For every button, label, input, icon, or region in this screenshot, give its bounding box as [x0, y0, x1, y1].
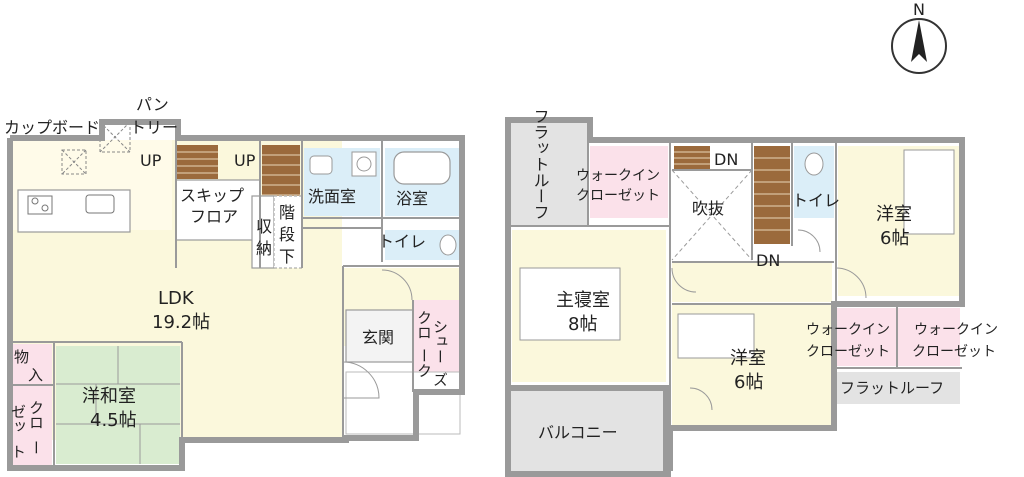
skip-floor-stairs [176, 145, 218, 179]
wic-b-label: クローゼット [912, 344, 996, 360]
storage-room-label: 入 [28, 366, 43, 384]
shoe-cloak-label: ズ [431, 372, 449, 387]
flat-roof-right-label: フラットルーフ [840, 379, 944, 397]
closet-1f [12, 386, 52, 466]
stove-icon [27, 195, 53, 215]
closet-label: ー [27, 440, 45, 455]
toilet-1f-label: トイレ [378, 232, 426, 251]
closet-label: ト [9, 444, 27, 459]
wic-a [836, 308, 896, 366]
storage-label: 収 [256, 217, 272, 236]
wic-b [898, 308, 960, 366]
toilet-2f-door-swing [797, 229, 821, 253]
stairs-label: 階 [279, 203, 295, 222]
dn-label: DN [714, 150, 738, 169]
flat-roof-right [836, 372, 960, 404]
pantry-label: パン [136, 95, 169, 114]
up-label: UP [234, 151, 256, 170]
entrance-label: 玄関 [362, 328, 394, 347]
toilet-icon [804, 152, 824, 176]
stairs-label: 下 [279, 247, 295, 266]
wic-top-label: ウォークイン [576, 168, 660, 184]
floor-1-walls [7, 119, 465, 471]
floor-2: フラットルーフ ウォークイン クローゼット DN DN 吹抜 トイレ 洋室 6帖… [505, 108, 998, 477]
shoe-cloak-label: クロ [415, 310, 433, 340]
bed-s-icon [677, 313, 755, 359]
cupboard-label: カップボード [4, 118, 100, 137]
closet-label: ゼッ [9, 404, 27, 434]
compass: N [891, 0, 947, 74]
wic-b-label: ウォークイン [914, 322, 998, 338]
balcony-label: バルコニー [538, 423, 618, 442]
room-s-label: 洋室 [730, 348, 766, 369]
shoe-cloak-label: シュー [431, 319, 449, 364]
stairs-label: 段 [279, 225, 295, 244]
flat-roof-left-label: フラットルーフ [531, 108, 550, 220]
storage-room-label: 物 [14, 348, 29, 366]
main-stairs-2f [754, 146, 790, 244]
under-stairs [273, 195, 303, 269]
shoe-cloak-label: ーク [415, 348, 433, 378]
master-door-swing [671, 267, 697, 293]
room-ne-door-swing [835, 267, 867, 299]
master-label: 主寝室 [556, 290, 610, 311]
master-size: 8帖 [568, 314, 597, 335]
void-label: 吹抜 [692, 199, 724, 218]
closet-label: クロ [27, 400, 45, 430]
wic-a-label: クローゼット [806, 344, 890, 360]
burner-icon [31, 197, 39, 205]
room-ne-label: 洋室 [876, 204, 912, 225]
wash-basin-icon [309, 155, 333, 175]
pantry-label: トリー [130, 118, 178, 137]
skip-floor-label: フロア [190, 207, 238, 226]
flat-roof-left [508, 122, 588, 226]
room-s-door-swing [689, 387, 713, 411]
room-ne-size: 6帖 [880, 228, 909, 249]
wic-top-label: クローゼット [576, 188, 660, 204]
hall-2f [672, 262, 832, 302]
washitsu-size: 4.5帖 [90, 410, 137, 431]
north-arrow-icon [911, 20, 927, 62]
washroom-label: 洗面室 [308, 187, 356, 206]
dn-label: DN [756, 251, 780, 270]
wic-a-label: ウォークイン [806, 322, 890, 338]
bed-ne-icon [903, 149, 955, 235]
balcony-wall [505, 385, 671, 477]
washitsu-label: 洋和室 [82, 386, 136, 407]
skip-floor-label: スキップ [180, 186, 244, 205]
storage-label: 納 [256, 239, 272, 258]
washing-machine-icon [351, 151, 377, 177]
toilet-2f-label: トイレ [792, 191, 840, 210]
balcony [510, 390, 666, 472]
burner-icon [41, 204, 49, 212]
bathroom-label: 浴室 [396, 189, 428, 208]
ldk-label: LDK [158, 288, 195, 309]
up-label: UP [140, 151, 162, 170]
toilet-icon [439, 234, 457, 256]
entrance-room [345, 309, 415, 363]
floor-1: カップボード パン トリー UP UP スキップ フロア 収 納 階 段 下 洗… [4, 95, 465, 471]
porch [345, 371, 461, 435]
storage-room [12, 344, 52, 384]
entrance-door-swing [342, 361, 380, 399]
bed-master-icon [519, 267, 621, 341]
hall-door-swing [381, 269, 413, 301]
compass-label: N [913, 0, 925, 19]
sink-icon [85, 194, 115, 214]
range-hood-icon [61, 149, 87, 175]
skip-floor [175, 179, 261, 241]
bathtub-icon [393, 151, 451, 185]
wic-top [590, 146, 668, 218]
room-s-size: 6帖 [734, 372, 763, 393]
ldk-size: 19.2帖 [152, 312, 210, 333]
